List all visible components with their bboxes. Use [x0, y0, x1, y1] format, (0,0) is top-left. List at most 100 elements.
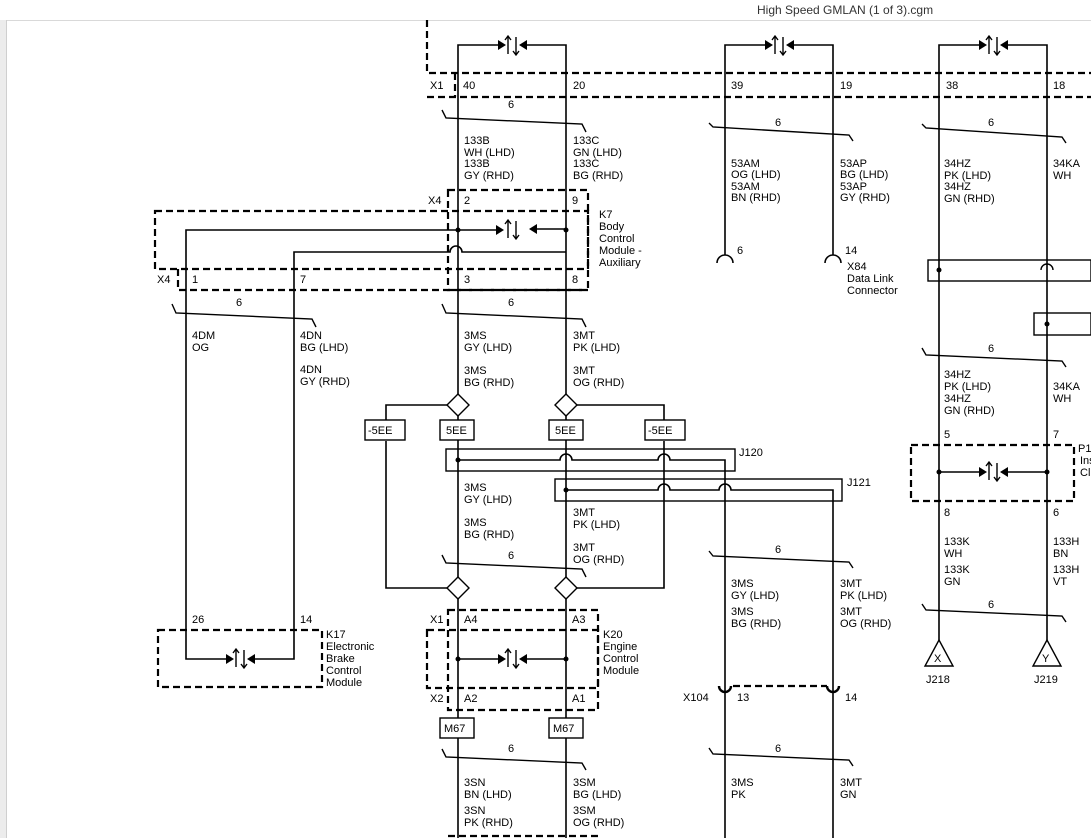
k7-connector-frame [446, 188, 590, 292]
wire-4dn: 4DN [300, 330, 322, 342]
svg-text:Control: Control [599, 233, 634, 245]
svg-text:A4: A4 [464, 614, 477, 626]
wire-3ms: 3MS [464, 330, 487, 342]
svg-text:J219: J219 [1034, 674, 1058, 686]
pin-1: 1 [192, 274, 198, 286]
bidirectional-arrow-icon [504, 34, 1001, 57]
twist-label: 6 [775, 117, 781, 129]
svg-text:X1: X1 [430, 614, 443, 626]
twist-label: 6 [988, 343, 994, 355]
wire-133h-color: VT [1053, 576, 1067, 588]
k17-ebcm: 26 14 K17 Electronic Brake Control Modul… [156, 614, 375, 689]
terminator-j219: Y J219 [1031, 638, 1063, 686]
wire-133b-color: WH (LHD) [464, 147, 515, 159]
wire-3mt-color: PK (LHD) [573, 519, 620, 531]
twist-label: 6 [988, 117, 994, 129]
twisted-pair-markers [171, 109, 1067, 771]
j120-j121-shields [445, 448, 843, 680]
svg-text:7: 7 [1053, 429, 1059, 441]
svg-text:X84: X84 [847, 261, 867, 273]
wire-3ms: 3MS [464, 517, 487, 529]
svg-text:Electronic: Electronic [326, 641, 375, 653]
x4-connector-label: X4 [428, 195, 441, 207]
pin-2: 2 [464, 195, 470, 207]
wire-3mt-color: PK (LHD) [840, 590, 887, 602]
wire-3ms-color: BG (RHD) [464, 529, 514, 541]
wire-3mt: 3MT [840, 606, 862, 618]
svg-text:14: 14 [300, 614, 312, 626]
wire-3ms-color: BG (RHD) [464, 377, 514, 389]
top-bus-arrows [457, 40, 1048, 640]
twist-label: 6 [775, 743, 781, 755]
x104-inline-connector: X104 13 14 [683, 680, 857, 838]
wire-133c-color: GN (LHD) [573, 147, 622, 159]
wire-3ms: 3MS [464, 365, 487, 377]
wire-3ms-color: GY (LHD) [731, 590, 779, 602]
wire-34hz-color: GN (RHD) [944, 405, 995, 417]
wire-4dn: 4DN [300, 364, 322, 376]
wire-3ms: 3MS [731, 606, 754, 618]
svg-text:Connector: Connector [847, 285, 898, 297]
m67-splices [439, 717, 584, 739]
splice-j120: J120 [739, 447, 763, 459]
k20-ecm: X1 A4 A3 X2 A2 A1 K20 Engine Control Mod… [425, 608, 639, 712]
twist-label: 6 [236, 297, 242, 309]
shield-bar-right [927, 259, 1091, 336]
wire-133k: 133K [944, 564, 970, 576]
svg-text:Cl: Cl [1080, 467, 1090, 479]
svg-text:14: 14 [845, 692, 857, 704]
svg-text:6: 6 [1053, 507, 1059, 519]
pin-18: 18 [1053, 80, 1065, 92]
svg-text:K20: K20 [603, 629, 623, 641]
twist-label: 6 [988, 599, 994, 611]
splice-neg-5ee-right: -5EE [648, 425, 672, 437]
twist-label: 6 [508, 550, 514, 562]
svg-text:8: 8 [944, 507, 950, 519]
svg-text:X104: X104 [683, 692, 709, 704]
k7-module-label: K7 Body Control Module - Auxiliary [599, 209, 642, 269]
wire-133k-color: WH [944, 548, 962, 560]
svg-text:Module: Module [603, 665, 639, 677]
svg-text:Module -: Module - [599, 245, 642, 257]
wire-133k: 133K [944, 536, 970, 548]
wire-3ms-color: PK [731, 789, 746, 801]
wire-133c: 133C [573, 135, 599, 147]
wire-53am: 53AM [731, 181, 760, 193]
wire-133c-color: BG (RHD) [573, 170, 623, 182]
svg-text:Control: Control [326, 665, 361, 677]
wire-133h: 133H [1053, 564, 1079, 576]
x1-connector-label: X1 [430, 80, 443, 92]
x84-data-link-connector: 6 14 X84 Data Link Connector [716, 245, 898, 297]
wire-3ms-color: GY (LHD) [464, 342, 512, 354]
window-title: High Speed GMLAN (1 of 3).cgm [757, 3, 934, 17]
x4-connector-label: X4 [157, 274, 170, 286]
left-scroll-edge[interactable] [0, 20, 7, 838]
wire-4dn-color: GY (RHD) [300, 376, 350, 388]
wire-3mt-color: PK (LHD) [573, 342, 620, 354]
wire-53ap-color: BG (LHD) [840, 169, 888, 181]
wire-34hz-color: PK (LHD) [944, 170, 991, 182]
wire-3mt: 3MT [840, 578, 862, 590]
wire-3mt: 3MT [573, 365, 595, 377]
svg-text:Engine: Engine [603, 641, 637, 653]
wire-34ka: 34KA [1053, 381, 1081, 393]
wire-3sn: 3SN [464, 805, 485, 817]
wire-133b: 133B [464, 158, 490, 170]
k7-module-frame [153, 209, 590, 271]
wire-133b: 133B [464, 135, 490, 147]
twist-label: 6 [508, 99, 514, 111]
wire-34hz: 34HZ [944, 369, 971, 381]
wire-3mt-color: OG (RHD) [573, 554, 624, 566]
k7-internal-bus [185, 218, 569, 655]
svg-text:Body: Body [599, 221, 625, 233]
wire-3ms: 3MS [731, 578, 754, 590]
wire-3mt: 3MT [573, 542, 595, 554]
pin-7: 7 [300, 274, 306, 286]
pin-9: 9 [572, 195, 578, 207]
svg-text:X: X [934, 653, 942, 665]
splice-network [364, 393, 686, 600]
wire-53ap: 53AP [840, 181, 867, 193]
wire-34ka-color: WH [1053, 393, 1071, 405]
